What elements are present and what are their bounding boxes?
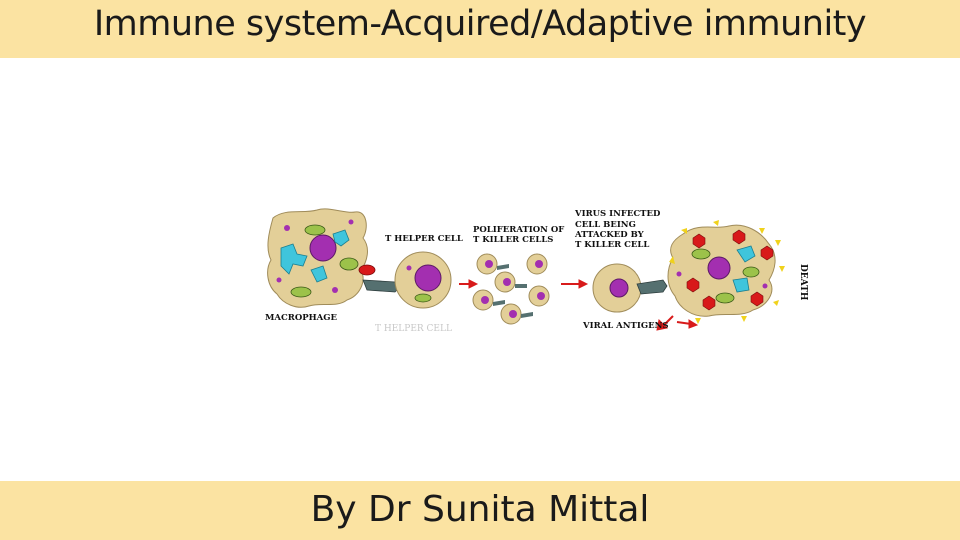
label-t-killer-cells: T KILLER CELLS [473, 235, 553, 245]
label-virus-infected-4: T KILLER CELL [575, 240, 649, 250]
label-t-helper-faint: T HELPER CELL [375, 324, 452, 334]
flow-arrows [459, 279, 699, 331]
label-virus-infected-2: CELL BEING [575, 220, 636, 230]
label-viral-antigens: VIRAL ANTIGENS [582, 321, 668, 331]
t-helper-cell [394, 251, 452, 309]
footer-bar: By Dr Sunita Mittal [0, 481, 960, 540]
slide-title: Immune system-Acquired/Adaptive immunity [93, 4, 867, 44]
macrophage-cell [267, 208, 376, 308]
t-killer-cells [472, 253, 550, 325]
label-death: DEATH [798, 264, 808, 301]
immunity-diagram: T HELPER CELL POLIFERATION OF T KILLER C… [263, 204, 816, 336]
virus-infected-cell [592, 263, 668, 313]
label-proliferation: POLIFERATION OF [473, 225, 564, 235]
label-macrophage: MACROPHAGE [265, 313, 338, 323]
author-credit: By Dr Sunita Mittal [310, 489, 650, 530]
label-t-helper-cell: T HELPER CELL [385, 234, 463, 244]
receptor-complex [362, 279, 400, 293]
dying-cell [667, 220, 785, 324]
title-bar: Immune system-Acquired/Adaptive immunity [0, 0, 960, 58]
label-virus-infected-1: VIRUS INFECTED [574, 209, 661, 219]
label-virus-infected-3: ATTACKED BY [574, 230, 645, 240]
macrophage-nucleus [309, 234, 337, 262]
antigen-presentation [358, 264, 376, 276]
